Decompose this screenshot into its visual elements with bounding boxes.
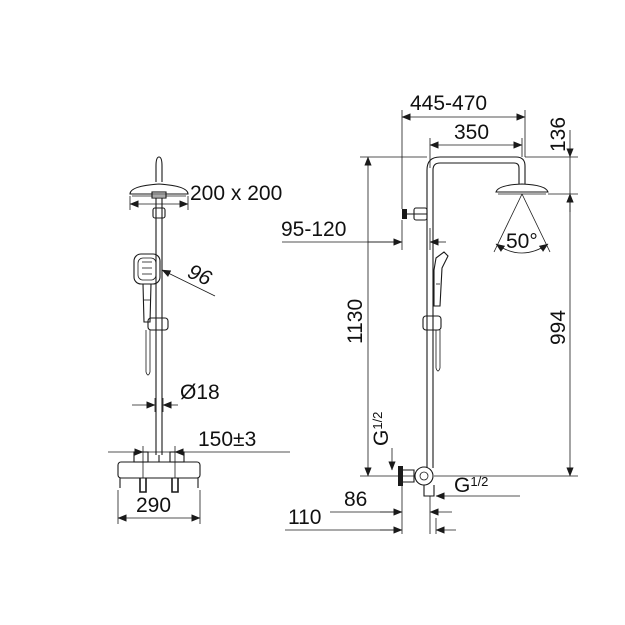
label-thread-prefix-vertical: G — [370, 430, 393, 446]
front-view: 200 x 200 96 Ø18 150±3 — [108, 156, 290, 524]
dim-projection: 445-470 — [401, 92, 526, 209]
hand-shower-front — [133, 253, 169, 376]
dim-centre-distance: 150±3 — [108, 428, 290, 478]
shower-head-side — [495, 183, 549, 195]
svg-text:G1/2: G1/2 — [370, 412, 393, 446]
dim-inlet-projection: 86 — [330, 486, 452, 534]
label-pipe-diameter: 18 — [196, 381, 219, 404]
side-view: 50° 445-470 — [281, 92, 578, 534]
label-mixer-width: 290 — [136, 494, 171, 517]
thread-label-horizontal: G1/2 — [435, 474, 520, 500]
wall-bracket-side — [402, 207, 428, 221]
label-handshower-diameter: 96 — [184, 260, 215, 291]
svg-text:G1/2: G1/2 — [454, 474, 488, 497]
svg-text:Ø18: Ø18 — [180, 381, 220, 404]
label-inlet-projection: 86 — [344, 488, 367, 511]
label-diameter-symbol: Ø — [180, 381, 196, 404]
dim-total-height: 1130 — [344, 156, 427, 477]
shower-head-front — [129, 156, 189, 199]
dim-handshower-diameter: 96 — [161, 260, 216, 297]
label-head-height: 994 — [547, 310, 570, 345]
label-total-height: 1130 — [344, 299, 367, 344]
label-tolerance-sign: ± — [233, 428, 245, 451]
thread-label-vertical: G1/2 — [370, 412, 396, 471]
dim-pipe-diameter: Ø18 — [132, 381, 220, 412]
label-tolerance-value: 3 — [245, 428, 257, 451]
label-head-offset: 136 — [547, 117, 570, 152]
label-centre-distance: 150 — [198, 428, 233, 451]
label-head-size: 200 x 200 — [190, 182, 282, 205]
dim-wall-distance: 95-120 — [281, 218, 446, 250]
label-thread-fraction-vertical: 1/2 — [370, 412, 385, 430]
thermostat-mixer-side — [398, 466, 435, 497]
riser-pipe-front — [152, 198, 166, 455]
label-arm-length: 350 — [454, 121, 489, 144]
riser-and-arm-side — [426, 156, 526, 468]
label-spray-angle: 50° — [506, 230, 538, 253]
label-projection: 445-470 — [410, 92, 487, 115]
dim-head-size: 200 x 200 — [129, 182, 282, 210]
spray-cone: 50° — [493, 193, 551, 254]
dim-arm-length: 350 — [429, 121, 523, 168]
svg-text:150±3: 150±3 — [198, 428, 256, 451]
label-inlet-spacing: 110 — [288, 506, 321, 529]
hand-shower-side — [422, 251, 449, 372]
label-thread-fraction-horizontal: 1/2 — [470, 474, 488, 489]
label-wall-distance: 95-120 — [281, 218, 346, 241]
dim-inlet-spacing: 110 — [285, 506, 456, 534]
dim-mixer-width: 290 — [117, 490, 201, 524]
dim-head-height: 994 — [434, 193, 578, 477]
thermostat-mixer-front — [117, 451, 201, 493]
label-thread-prefix-horizontal: G — [454, 474, 470, 497]
